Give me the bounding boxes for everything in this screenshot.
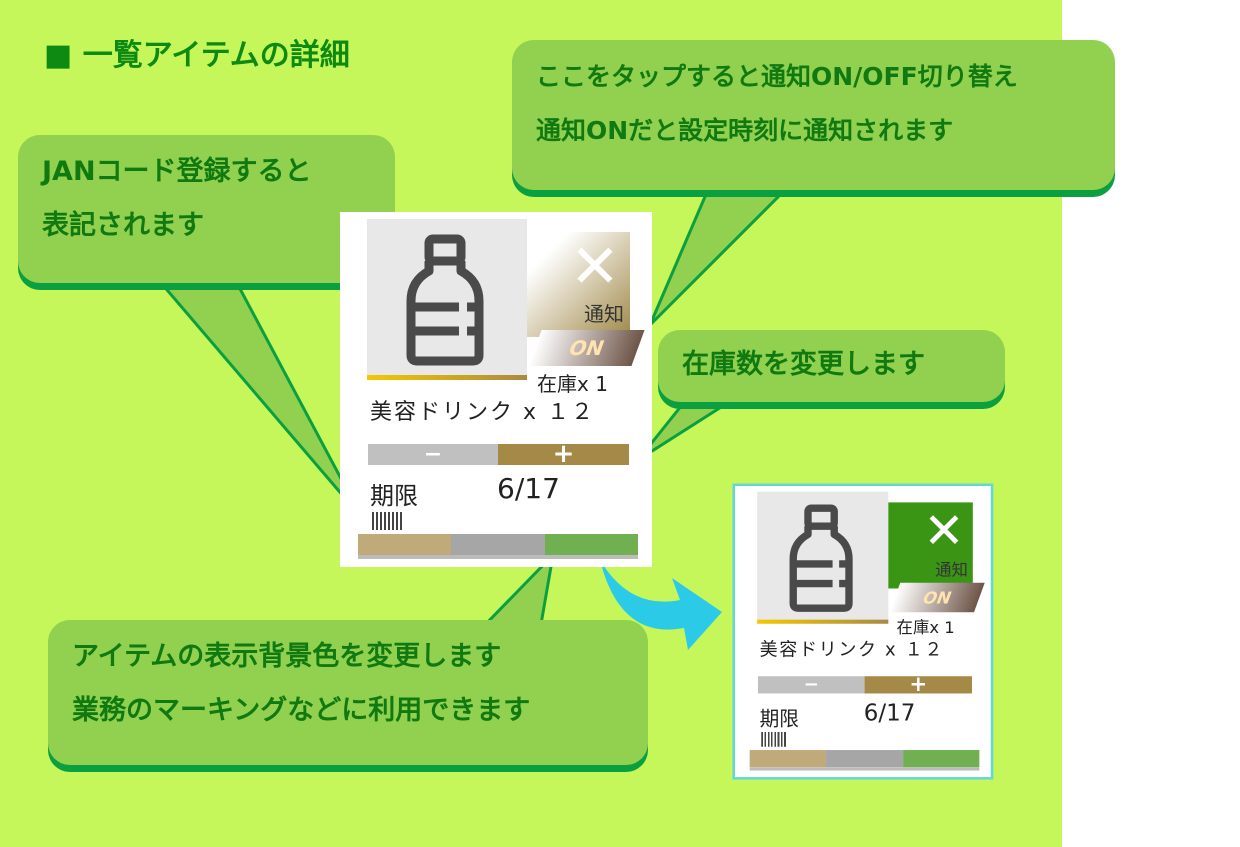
color-swatch-gray [826, 750, 903, 768]
plus-button[interactable]: + [498, 441, 629, 467]
bottle-icon [757, 491, 889, 622]
callout-notify: ここをタップすると通知ON/OFF切り替え 通知ONだと設定時刻に通知されます [512, 40, 1115, 190]
minus-button: − [757, 676, 865, 694]
color-swatch-green [902, 750, 980, 768]
barcode-icon [761, 732, 788, 747]
expiry-label: 期限 [759, 707, 799, 731]
notify-toggle: ✕ 通知 [888, 502, 973, 589]
expiry-date: 6/17 [863, 699, 916, 727]
tail-jan [146, 268, 364, 519]
gold-bar [367, 375, 527, 380]
plus-button: + [864, 674, 972, 695]
arrow-icon [600, 560, 722, 650]
close-icon[interactable]: ✕ [569, 232, 620, 302]
tail-notify [648, 183, 794, 327]
callout-text: 表記されます [42, 210, 204, 241]
gold-bar [757, 619, 889, 624]
color-swatch-gray[interactable] [451, 534, 545, 555]
item-name: 美容ドリンク x １２ [370, 400, 596, 425]
barcode-icon [372, 512, 404, 530]
minus-button[interactable]: − [368, 444, 498, 466]
color-swatch-green[interactable] [544, 534, 638, 555]
item-card[interactable]: ✕ 通知 ON 在庫x 1 美容ドリンク x １２ − + 期限 6/17 [340, 212, 652, 567]
notify-label: 通知 [935, 559, 968, 580]
callout-jan: JANコード登録すると 表記されます [18, 135, 395, 283]
on-badge[interactable]: ON [528, 330, 645, 366]
color-swatch-beige [749, 750, 827, 768]
expiry-label: 期限 [370, 482, 418, 510]
expiry-date: 6/17 [497, 472, 560, 505]
notify-toggle[interactable]: ✕ 通知 [527, 232, 630, 337]
callout-text: ここをタップすると通知ON/OFF切り替え [536, 62, 1018, 91]
callout-text: 通知ONだと設定時刻に通知されます [536, 116, 954, 145]
on-badge: ON [889, 582, 985, 613]
item-card-preview: ✕ 通知 ON 在庫x 1 美容ドリンク x １２ − + 期限 6/17 [732, 483, 994, 780]
color-selector [749, 750, 980, 768]
close-icon: ✕ [923, 502, 965, 560]
bottle-icon [367, 219, 527, 377]
notify-label: 通知 [584, 302, 624, 326]
stock-count: 在庫x 1 [537, 372, 608, 396]
callout-color: アイテムの表示背景色を変更します 業務のマーキングなどに利用できます [48, 620, 648, 765]
callout-text: アイテムの表示背景色を変更します [72, 641, 502, 672]
callout-text: 在庫数を変更します [682, 349, 925, 380]
page-title: ■ 一覧アイテムの詳細 [44, 38, 350, 73]
tail-stock [636, 393, 746, 462]
callout-text: JANコード登録すると [42, 156, 312, 187]
item-name: 美容ドリンク x １２ [759, 640, 945, 661]
callout-stock: 在庫数を変更します [658, 330, 1005, 402]
color-swatch-beige[interactable] [358, 534, 452, 555]
callout-text: 業務のマーキングなどに利用できます [72, 695, 531, 726]
color-selector[interactable] [358, 534, 638, 555]
stock-count: 在庫x 1 [896, 617, 955, 637]
